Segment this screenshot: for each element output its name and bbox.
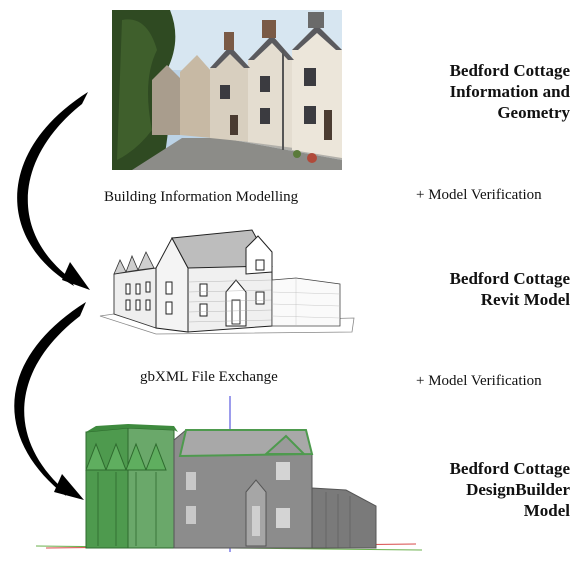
stage-1-title-line-1: Bedford Cottage — [449, 61, 570, 80]
stage-3-title-line-3: Model — [523, 501, 570, 520]
stage-1-title: Bedford Cottage Information and Geometry — [410, 60, 570, 123]
stage-3-title: Bedford Cottage DesignBuilder Model — [410, 458, 570, 521]
process-label-1: Building Information Modelling — [104, 189, 299, 205]
revit-line-drawing — [96, 222, 358, 340]
stage-1-title-line-3: Geometry — [497, 103, 570, 122]
designbuilder-3d-model — [35, 396, 423, 556]
stage-3-title-line-2: DesignBuilder — [466, 480, 570, 499]
stage-3-title-line-1: Bedford Cottage — [449, 459, 570, 478]
stage-2-title: Bedford Cottage Revit Model — [410, 268, 570, 310]
arrow-revit-to-designbuilder — [14, 302, 86, 500]
stage-2-title-line-1: Bedford Cottage — [449, 269, 570, 288]
verification-label-2: + Model Verification — [416, 373, 542, 389]
stage-2-title-line-2: Revit Model — [480, 290, 570, 309]
verification-label-1: + Model Verification — [416, 187, 542, 203]
stage-1-title-line-2: Information and — [449, 82, 570, 101]
arrow-photo-to-revit — [17, 92, 90, 290]
process-label-2: gbXML File Exchange — [140, 369, 278, 385]
street-photo — [112, 10, 342, 170]
